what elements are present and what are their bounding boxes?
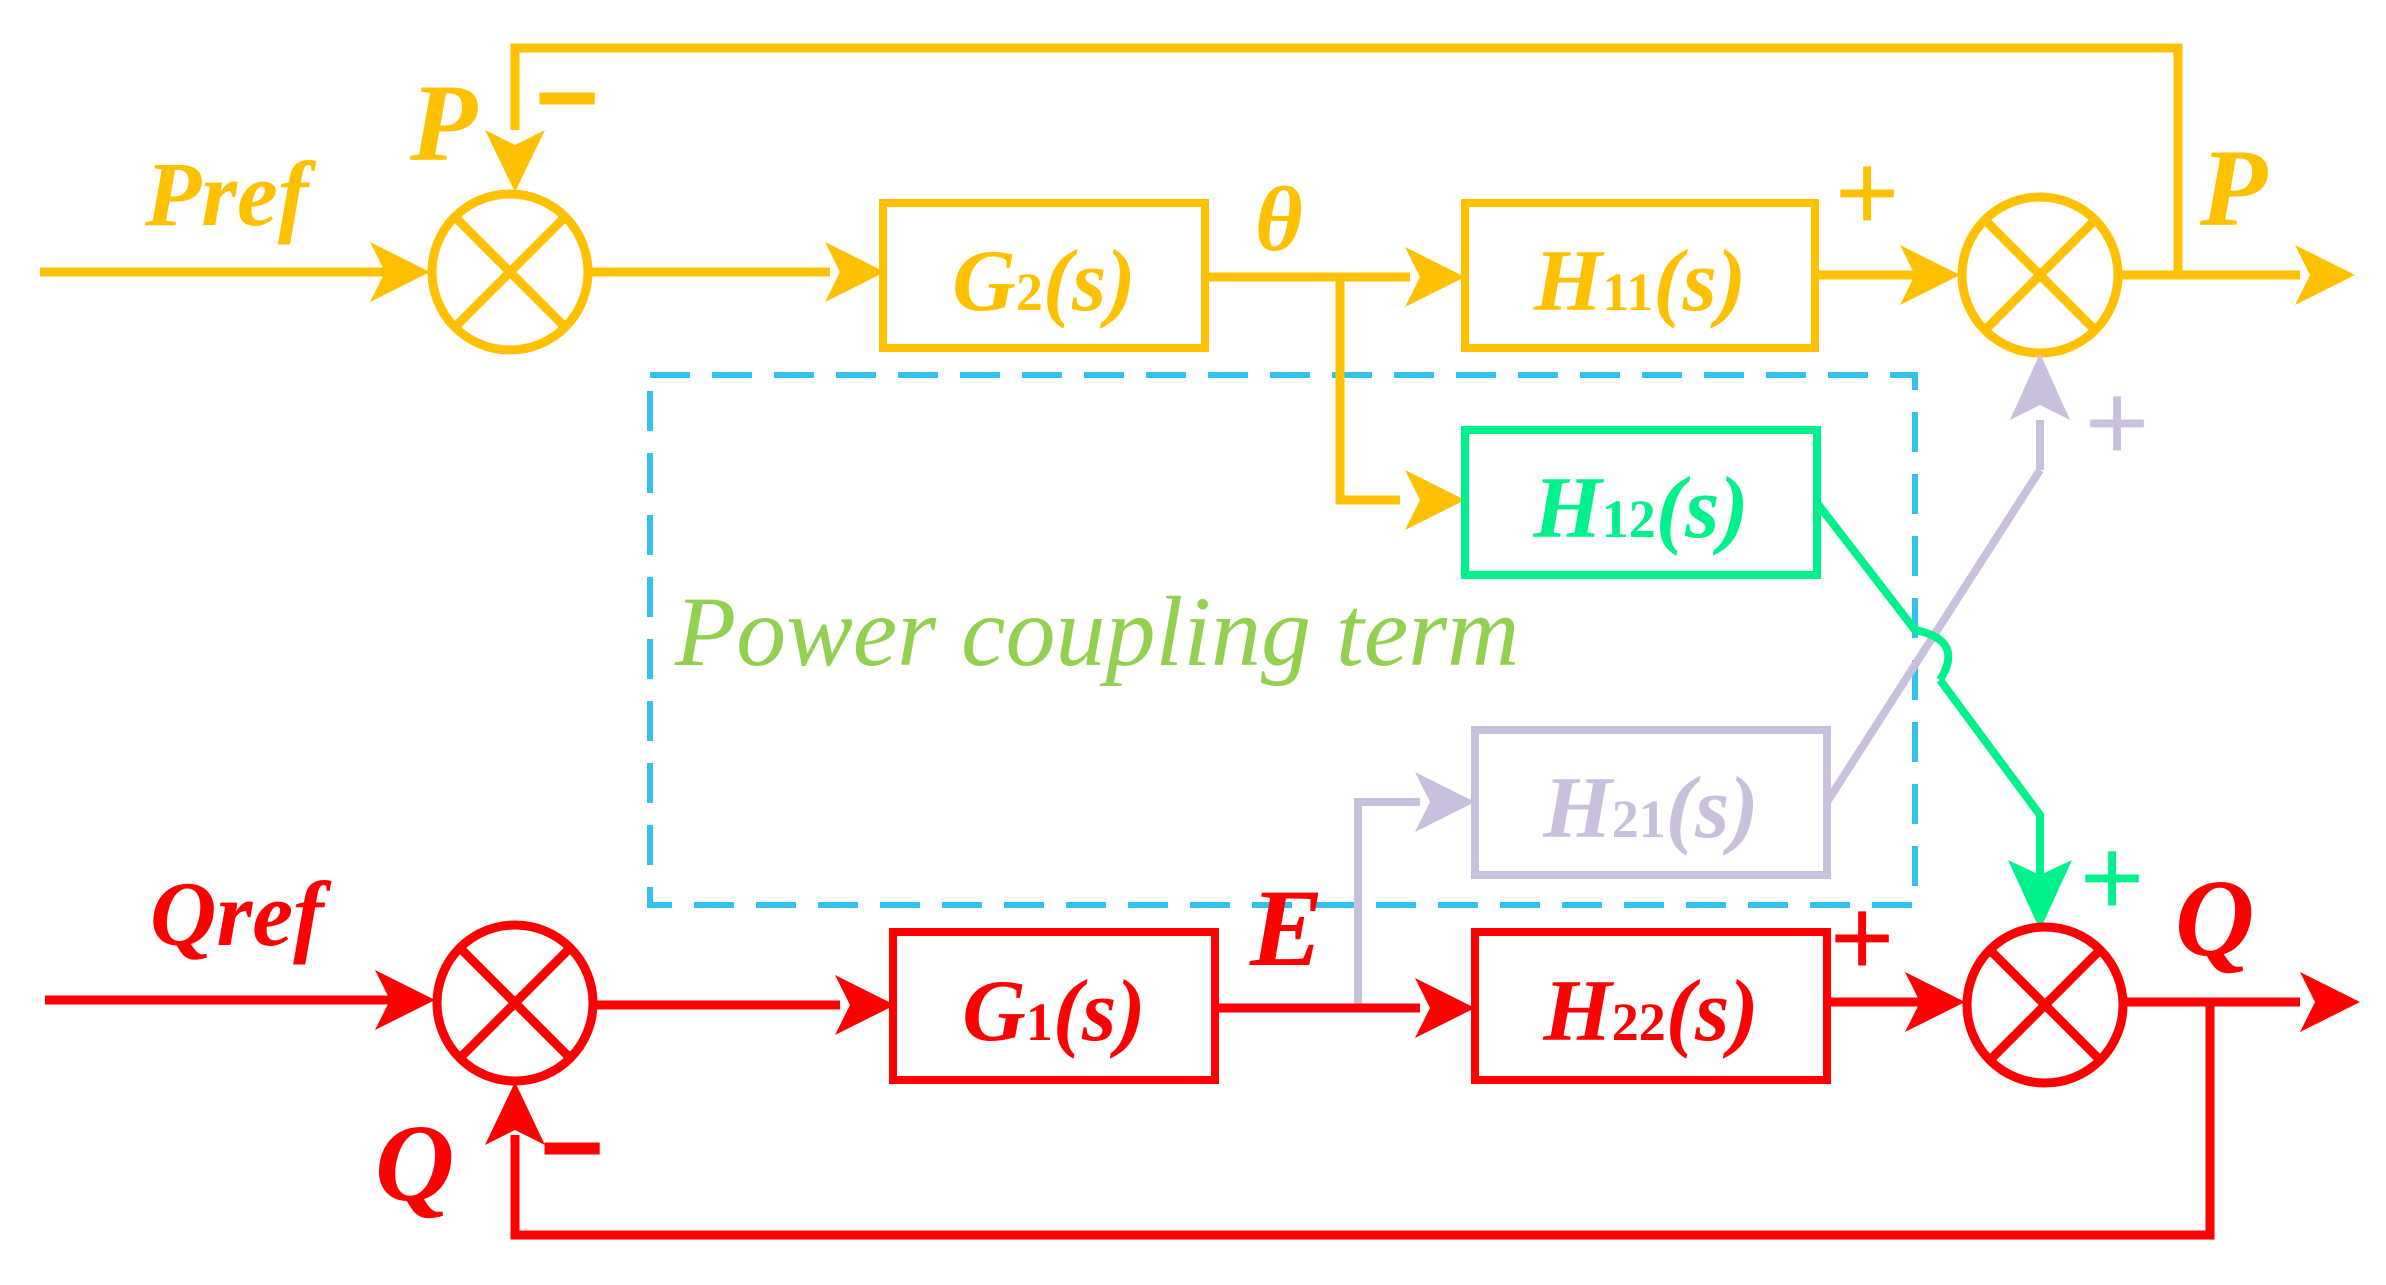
h11-plus-sign: + — [1835, 131, 1899, 254]
e-label: E — [1249, 867, 1323, 989]
block-h21-sub: 21 — [1612, 789, 1666, 849]
coupling-label: Power coupling term — [674, 576, 1519, 687]
arrowhead-icon — [1405, 247, 1465, 307]
h12-plus-sign: + — [2080, 816, 2144, 939]
arrowhead-icon — [1405, 470, 1465, 530]
block-h22-name: H — [1542, 963, 1614, 1060]
summing-junction-q-out — [1962, 922, 2128, 1088]
summing-junction-q-ref — [432, 920, 598, 1086]
q-output-label: Q — [2175, 857, 2254, 979]
block-g2: G2(s) — [879, 199, 1209, 352]
p-feedback-label: P — [409, 62, 478, 184]
block-h12-name: H — [1532, 460, 1604, 557]
e-branch-to-h21 — [1354, 798, 1420, 1010]
block-h11-name: H — [1533, 233, 1605, 330]
arrowhead-icon — [375, 970, 435, 1030]
h21-plus-sign: + — [2085, 361, 2149, 484]
arrowhead-icon — [2010, 353, 2070, 420]
circle-x-icon — [427, 189, 593, 355]
reactive-loop — [45, 995, 2300, 1240]
q-feedback-sign: − — [540, 1086, 604, 1209]
arrowhead-icon — [1415, 772, 1475, 832]
circle-x-icon — [1962, 922, 2128, 1088]
summing-junction-p-ref — [427, 189, 593, 355]
coupling-region-box — [647, 372, 1918, 908]
block-g2-name: G — [952, 233, 1016, 330]
p-feedback-line — [510, 43, 2183, 275]
h12-to-q-sum-line-a — [1813, 500, 1919, 633]
arrowhead-icon — [2295, 245, 2355, 305]
block-h21-name: H — [1542, 760, 1614, 857]
h12-coupling-path — [1813, 500, 2044, 880]
block-h21: H21(s) — [1471, 726, 1831, 879]
block-h22-arg: (s) — [1666, 963, 1759, 1060]
block-h22-sub: 22 — [1612, 992, 1666, 1052]
block-g1-arg: (s) — [1053, 963, 1146, 1060]
summing-junction-p-out — [1957, 192, 2123, 358]
block-h11-arg: (s) — [1653, 233, 1746, 330]
svg-text:G1(s): G1(s) — [962, 963, 1145, 1060]
q-feedback-line — [510, 1002, 2215, 1240]
arrowhead-icon — [1905, 972, 1965, 1032]
svg-text:H22(s): H22(s) — [1542, 963, 1758, 1060]
power-loop — [40, 43, 2300, 505]
block-g1-name: G — [962, 963, 1026, 1060]
block-h11-sub: 11 — [1602, 262, 1653, 322]
h12-crossover-hop — [1914, 626, 1953, 683]
block-g1-sub: 1 — [1026, 992, 1053, 1052]
arrowhead-icon — [485, 130, 545, 192]
theta-label: θ — [1255, 168, 1303, 270]
p-output-label: P — [2199, 127, 2268, 249]
arrowhead-icon — [825, 242, 885, 302]
block-h11: H11(s) — [1461, 199, 1819, 352]
qref-label: Qref — [150, 863, 332, 965]
block-g2-sub: 2 — [1016, 262, 1043, 322]
block-h21-arg: (s) — [1666, 760, 1759, 857]
h22-plus-sign: + — [1830, 876, 1894, 999]
arrowhead-icon — [370, 242, 430, 302]
h21-arrowheads — [1415, 353, 2070, 832]
block-h12-arg: (s) — [1656, 460, 1749, 557]
arrowhead-icon — [1415, 978, 1475, 1038]
pref-label: Pref — [144, 143, 317, 245]
arrowhead-icon — [835, 975, 895, 1035]
arrowhead-icon — [485, 1082, 545, 1145]
arrowhead-icon — [1900, 245, 1960, 305]
svg-text:G2(s): G2(s) — [952, 233, 1135, 330]
svg-text:H21(s): H21(s) — [1542, 760, 1758, 857]
block-h12-sub: 12 — [1602, 489, 1656, 549]
h12-arrowheads — [2008, 860, 2072, 930]
block-h22: H22(s) — [1471, 928, 1831, 1084]
block-g1: G1(s) — [889, 928, 1219, 1084]
power-loop-arrowheads — [370, 130, 2355, 530]
theta-branch-to-h12 — [1335, 277, 1400, 505]
block-h12: H12(s) — [1461, 426, 1821, 579]
p-feedback-sign: − — [535, 36, 599, 159]
h12-to-q-sum-line-b — [1936, 677, 2044, 880]
arrowhead-icon — [2300, 972, 2360, 1032]
circle-x-icon — [432, 920, 598, 1086]
svg-text:H11(s): H11(s) — [1533, 233, 1746, 330]
arrowhead-icon — [2008, 860, 2072, 930]
svg-text:H12(s): H12(s) — [1532, 460, 1748, 557]
q-feedback-label: Q — [375, 1102, 454, 1224]
block-g2-arg: (s) — [1043, 233, 1136, 330]
reactive-loop-arrowheads — [375, 970, 2360, 1145]
